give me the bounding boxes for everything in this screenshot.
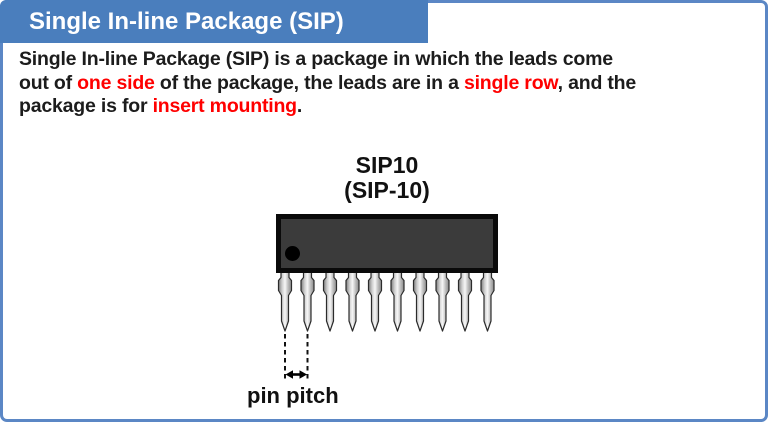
description-text: Single In-line Package (SIP) is a packag… xyxy=(19,48,636,119)
description-highlight: insert mounting xyxy=(152,95,298,117)
description-segment: out of xyxy=(19,71,78,94)
description-highlight: one side xyxy=(77,71,155,94)
description-segment: of the package, the leads are in a xyxy=(154,71,464,94)
description-highlight: single row xyxy=(463,71,558,94)
diagram-title: SIP10 (SIP-10) xyxy=(277,153,497,203)
page-title: Single In-line Package (SIP) xyxy=(29,7,344,35)
description-line: package is for insert mounting. xyxy=(19,95,636,119)
description-segment: , and the xyxy=(557,71,637,94)
description-segment: package is for xyxy=(19,95,153,117)
diagram-title-line2: (SIP-10) xyxy=(344,177,430,203)
description-line: out of one side of the package, the lead… xyxy=(19,72,636,96)
pin-pitch-label: pin pitch xyxy=(247,383,339,408)
diagram-title-line1: SIP10 xyxy=(355,152,419,178)
description-line: Single In-line Package (SIP) is a packag… xyxy=(19,48,636,72)
header-banner: Single In-line Package (SIP) xyxy=(0,0,428,43)
description-segment: . xyxy=(296,95,303,117)
description-segment: Single In-line Package (SIP) is a packag… xyxy=(19,48,613,70)
